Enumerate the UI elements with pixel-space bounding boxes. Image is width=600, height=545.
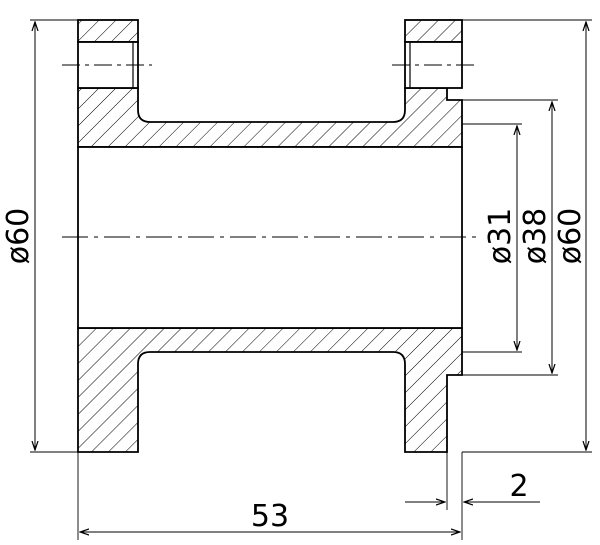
upper-left-flange-top (77, 19, 139, 43)
upper-right-flange-top (404, 19, 463, 43)
label-right-outer-diameter: ø60 (553, 208, 588, 265)
label-bore-diameter: ø31 (483, 208, 518, 265)
label-overall-length: 53 (251, 499, 289, 534)
label-left-outer-diameter: ø60 (1, 208, 36, 265)
upper-section-hatch (77, 87, 463, 148)
label-recess-depth: 2 (509, 469, 528, 504)
lower-section-hatch (77, 327, 463, 453)
dimension-lines (35, 22, 586, 532)
extension-lines (30, 19, 592, 540)
label-recess-diameter: ø38 (518, 208, 553, 265)
